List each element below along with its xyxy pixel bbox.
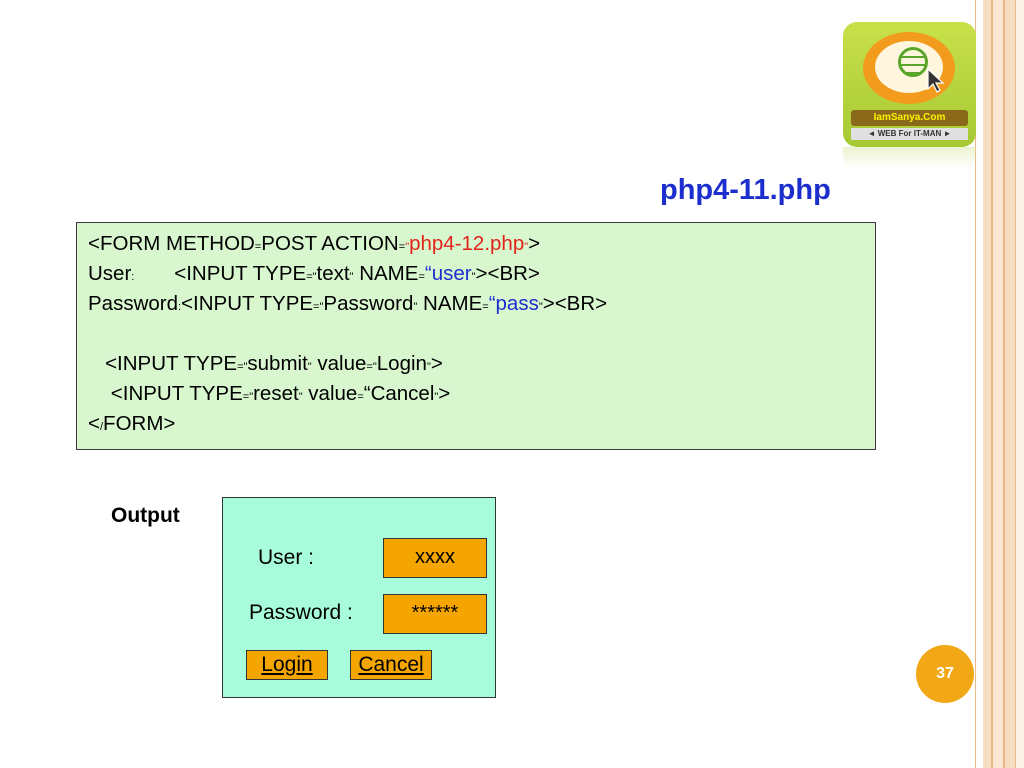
- border-stripe: [1016, 0, 1024, 768]
- logo-name: IamSanya.Com: [851, 110, 968, 126]
- site-logo: IamSanya.Com ◄ WEB For IT-MAN ►: [843, 22, 976, 147]
- speech-bubble-icon: [863, 32, 955, 104]
- password-field[interactable]: ******: [383, 594, 487, 634]
- border-stripe: [1015, 0, 1016, 768]
- logo-tagline: ◄ WEB For IT-MAN ►: [851, 128, 968, 140]
- cancel-button[interactable]: Cancel: [350, 650, 432, 680]
- code-block: <FORM METHOD=POST ACTION="php4-12.php"> …: [76, 222, 876, 450]
- border-stripe: [1003, 0, 1005, 768]
- password-label: Password :: [249, 601, 353, 624]
- pass-name-value: pass: [495, 292, 539, 315]
- border-stripe: [993, 0, 1003, 768]
- output-label: Output: [111, 504, 180, 527]
- code-line-blank: [88, 319, 875, 349]
- user-name-value: user: [431, 262, 472, 285]
- cursor-icon: [927, 67, 945, 93]
- code-line-submit: <INPUT TYPE="submit" value="Login">: [88, 352, 443, 375]
- page-number-badge: 37: [916, 645, 974, 703]
- globe-icon: [898, 47, 928, 77]
- slide-title: php4-11.php: [660, 174, 831, 206]
- user-label: User :: [258, 546, 315, 569]
- code-line-form-close: </FORM>: [88, 412, 176, 435]
- border-stripe: [1005, 0, 1015, 768]
- action-value: php4-12.php: [409, 232, 525, 255]
- output-form-preview: User : xxxx Password : ****** Login Canc…: [222, 497, 496, 698]
- border-stripe: [975, 0, 976, 768]
- border-stripe: [983, 0, 991, 768]
- login-button[interactable]: Login: [246, 650, 328, 680]
- logo-reflection: [843, 147, 976, 169]
- code-line-user: User: <INPUT TYPE="text" NAME=“user"><BR…: [88, 262, 540, 285]
- code-line-reset: <INPUT TYPE="reset" value=“Cancel">: [88, 382, 451, 405]
- user-field[interactable]: xxxx: [383, 538, 487, 578]
- code-line-form-open: <FORM METHOD=POST ACTION="php4-12.php">: [88, 232, 541, 255]
- code-line-password: Password:<INPUT TYPE="Password" NAME=“pa…: [88, 292, 608, 315]
- border-stripe: [991, 0, 993, 768]
